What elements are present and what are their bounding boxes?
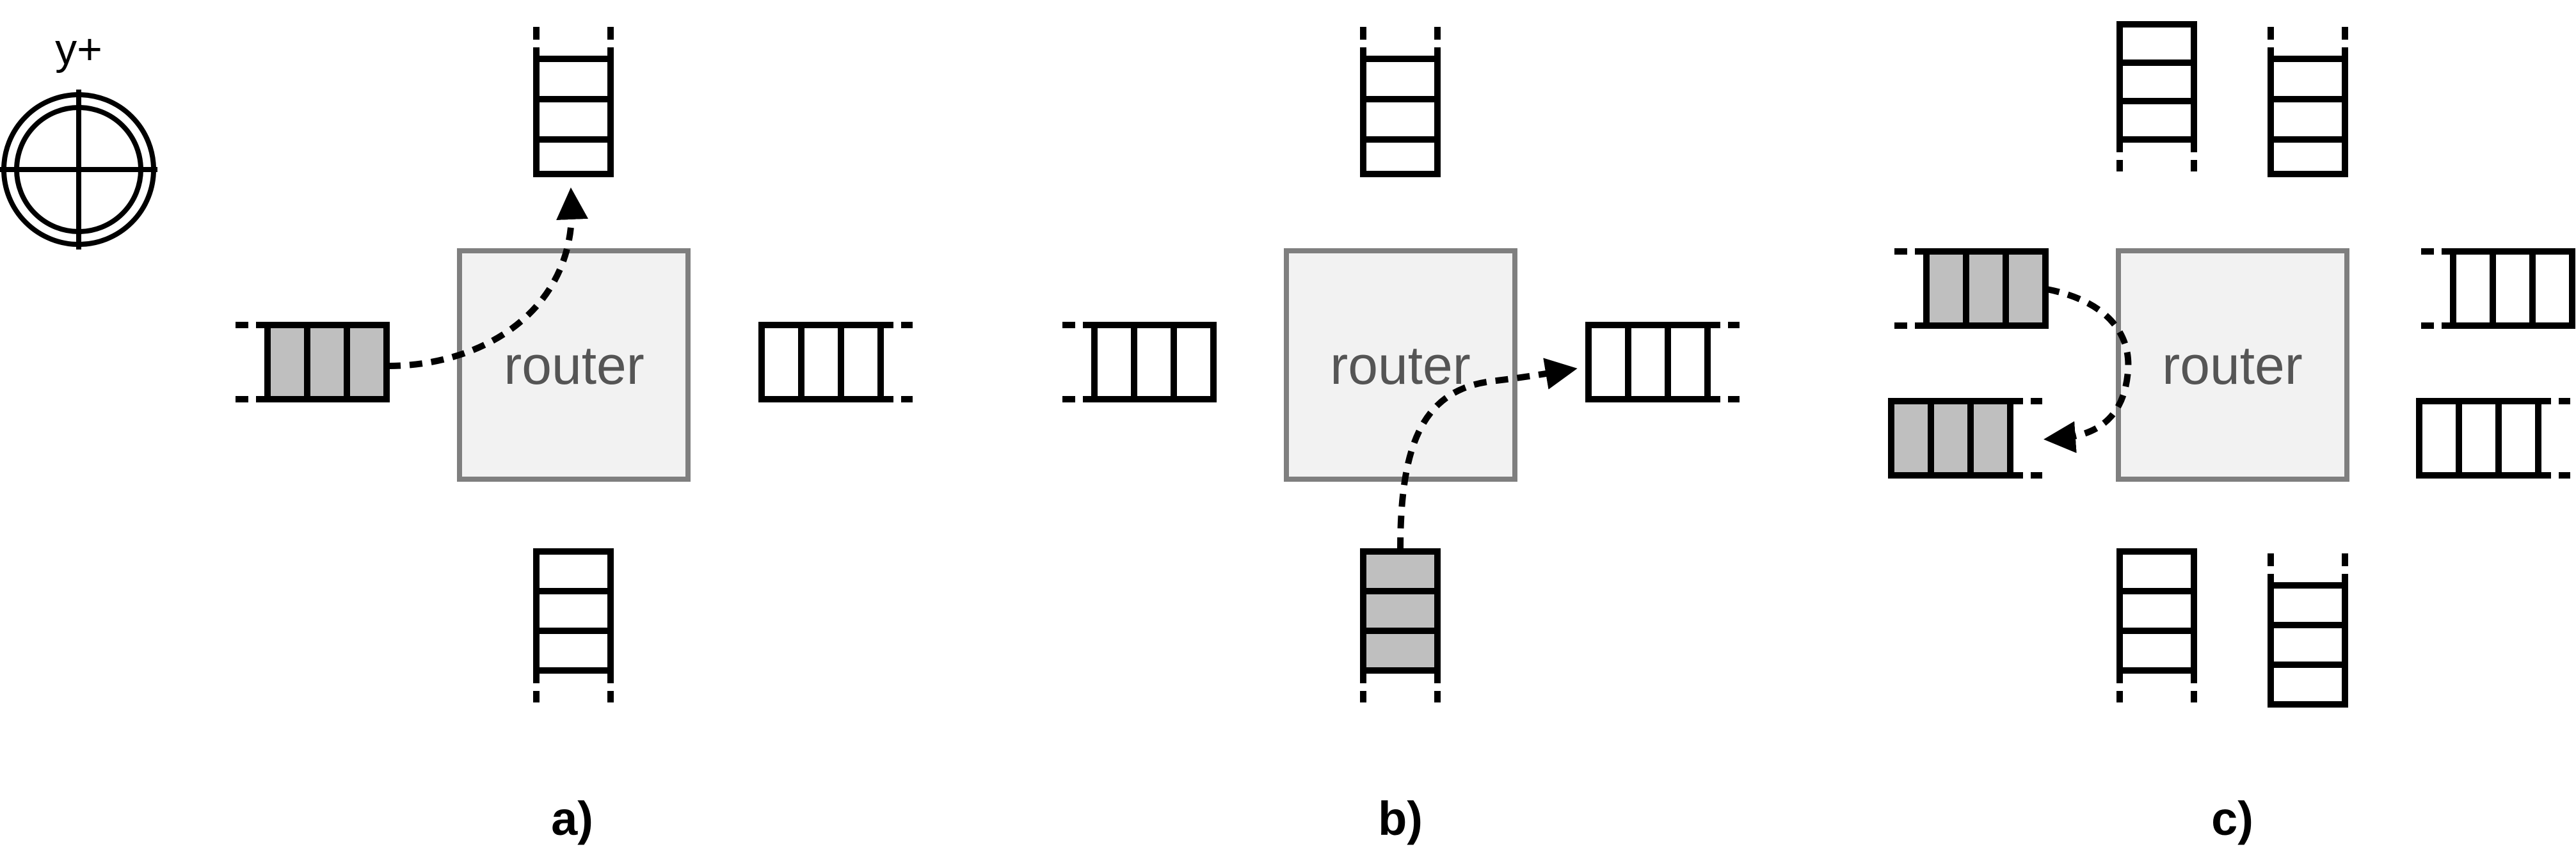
panel-label: c) [2211,792,2253,845]
input-buffer-south [533,548,614,702]
router-label: router [504,335,644,395]
router-node: router [2116,248,2349,482]
input-buffer-east [1585,322,1740,402]
panel-c: router [1888,21,2575,845]
output-buffer-south [2116,548,2197,702]
routing-path-arrow [387,187,589,369]
input-buffer-west [1894,248,2049,329]
input-buffer-west [236,322,390,402]
panel-b: router [1062,27,1740,845]
router-label: router [2162,335,2302,395]
output-buffer-east [2421,248,2575,329]
input-buffer-west [1062,322,1217,402]
input-buffer-north [533,27,614,177]
routing-path-arrow [2044,286,2132,454]
router-node: router [457,248,691,482]
router-node: router [1284,248,1517,482]
panel-a: router [236,27,913,845]
input-buffer-north [1360,27,1441,177]
input-buffer-north [2268,27,2348,177]
panel-label: a) [551,792,593,845]
routing-path-arrow [1397,358,1578,551]
output-buffer-north [2116,21,2197,171]
input-buffer-south [2268,553,2348,708]
panel-label: b) [1378,792,1423,845]
input-buffer-east [758,322,913,402]
axis-indicator: y+ [0,25,157,250]
router-box [2116,248,2349,482]
input-buffer-south [1360,548,1441,702]
router-label: router [1330,335,1470,395]
axis-label: y+ [55,25,102,74]
output-buffer-west [1888,398,2042,479]
router-box [1284,248,1517,482]
router-box [457,248,691,482]
input-buffer-east [2416,398,2570,479]
